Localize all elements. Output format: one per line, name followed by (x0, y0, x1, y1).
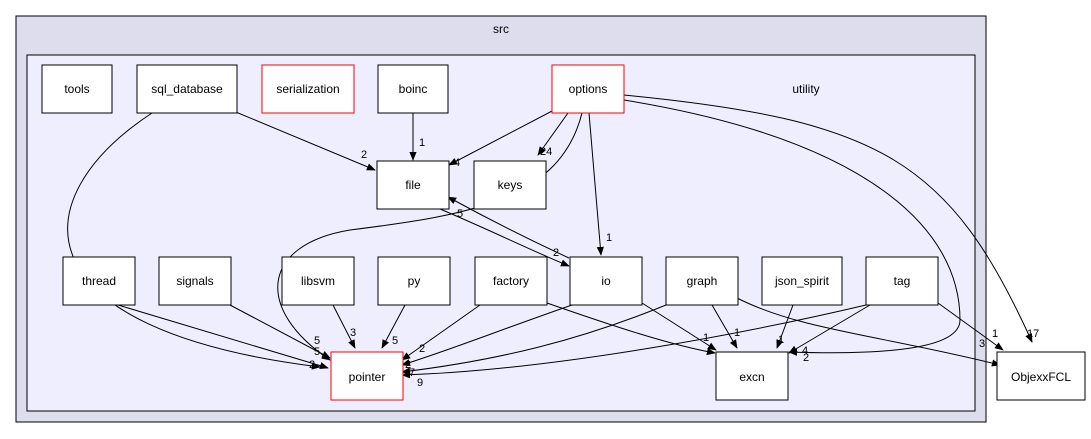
node-boinc-label: boinc (399, 82, 428, 96)
utility-cluster (26, 54, 976, 412)
edge-label-signals-pointer: 5 (314, 335, 320, 347)
node-graph[interactable]: graph (665, 256, 739, 306)
edge-options-keys (537, 112, 569, 156)
node-boinc[interactable]: boinc (377, 64, 449, 114)
node-graph-label: graph (687, 274, 718, 288)
edge-py-pointer (381, 304, 406, 349)
node-signals[interactable]: signals (158, 256, 232, 306)
node-serialization-label: serialization (276, 82, 339, 96)
edge-sql-database-file (230, 109, 376, 171)
edge-label-options-keys: 24 (540, 146, 552, 158)
edge-label-file-io: 2 (553, 247, 559, 259)
edge-label-json-spirit-excn: 1 (778, 334, 784, 346)
edge-label-tag-excn: 4 (802, 345, 808, 357)
node-objexxfcl[interactable]: ObjexxFCL (996, 351, 1086, 401)
node-tag-label: tag (894, 274, 911, 288)
edge-label-py-pointer: 5 (392, 335, 398, 347)
edge-label-tag-pointer: 9 (417, 377, 423, 389)
node-io-label: io (601, 274, 611, 288)
edge-factory-excn (546, 302, 716, 356)
edge-json-spirit-excn (776, 304, 794, 349)
edge-label-options-file: 4 (454, 157, 460, 169)
edge-libsvm-pointer (332, 304, 356, 349)
edge-label-factory-pointer: 2 (419, 343, 425, 355)
node-json-spirit[interactable]: json_spirit (761, 256, 843, 306)
edge-label-thread-pointer: 5 (314, 346, 320, 358)
edge-label-options-io: 1 (606, 232, 612, 244)
edge-label-io-excn: 1 (703, 332, 709, 344)
utility-cluster-label: utility (792, 82, 819, 96)
node-thread[interactable]: thread (62, 256, 136, 306)
node-tag[interactable]: tag (865, 256, 939, 306)
edge-graph-objexxfcl (736, 297, 1001, 367)
node-pointer-label: pointer (349, 370, 386, 384)
node-excn[interactable]: excn (715, 351, 789, 401)
node-sql-database-label: sql_database (151, 82, 223, 96)
node-sql-database[interactable]: sql_database (136, 64, 238, 114)
edge-options-io (588, 112, 604, 256)
edge-factory-pointer (401, 304, 481, 361)
edges (67, 94, 1033, 379)
node-signals-label: signals (176, 274, 213, 288)
edge-options-file (448, 109, 555, 166)
edge-label-libsvm-pointer: 3 (350, 327, 356, 339)
node-py-label: py (408, 274, 421, 288)
edge-tag-objexxfcl (937, 302, 1004, 351)
node-json-spirit-label: json_spirit (774, 274, 830, 288)
edge-graph-excn (711, 304, 738, 349)
node-libsvm-label: libsvm (301, 274, 335, 288)
node-factory-label: factory (493, 274, 529, 288)
edge-label-graph-excn: 1 (734, 327, 740, 339)
node-keys-label: keys (498, 178, 523, 192)
edge-label-options-objexxfcl: 17 (1027, 328, 1039, 340)
edge-tag-pointer (401, 304, 867, 379)
edge-file-io (439, 208, 570, 267)
node-options-label: options (569, 82, 608, 96)
node-excn-label: excn (739, 370, 764, 384)
edge-thread-pointer (117, 304, 329, 370)
node-options[interactable]: options (551, 64, 625, 114)
node-io[interactable]: io (569, 256, 643, 306)
edge-signals-pointer (229, 304, 331, 359)
edge-labels: 2 1 4 24 1 17 2 5 5 5 2 3 5 2 2 7 9 1 1 … (309, 137, 1039, 389)
node-pointer[interactable]: pointer (330, 351, 404, 401)
node-thread-label: thread (82, 274, 116, 288)
edge-label-tag-objexxfcl: 1 (992, 328, 998, 340)
edge-io-excn (641, 302, 717, 351)
edge-label-graph-objexxfcl: 3 (979, 338, 985, 350)
edge-io-pointer (401, 304, 573, 367)
node-file-label: file (405, 178, 421, 192)
node-file[interactable]: file (376, 160, 450, 210)
node-serialization[interactable]: serialization (261, 64, 355, 114)
node-keys[interactable]: keys (473, 160, 547, 210)
node-objexxfcl-label: ObjexxFCL (1011, 370, 1071, 384)
edge-graph-pointer (401, 304, 667, 375)
edge-label-io-file: 5 (457, 208, 463, 220)
nodes: tools sql_database serialization boinc o… (41, 64, 1086, 401)
node-tools-label: tools (64, 82, 89, 96)
edge-label-sql-database-file: 2 (361, 149, 367, 161)
edge-label-io-pointer: 2 (405, 359, 411, 371)
edge-label-options-excn: 2 (803, 352, 809, 364)
node-py[interactable]: py (377, 256, 451, 306)
edge-options-excn (623, 99, 961, 356)
node-factory[interactable]: factory (474, 256, 548, 306)
edge-label-graph-pointer: 7 (409, 367, 415, 379)
edge-tag-excn (788, 304, 871, 354)
edge-io-file (447, 196, 570, 259)
node-libsvm[interactable]: libsvm (281, 256, 355, 306)
edge-label-sql-database-pointer: 2 (309, 359, 315, 371)
edge-label-boinc-file: 1 (419, 137, 425, 149)
edge-options-objexxfcl (623, 94, 1033, 343)
node-tools[interactable]: tools (41, 64, 113, 114)
src-cluster-label: src (493, 22, 509, 36)
